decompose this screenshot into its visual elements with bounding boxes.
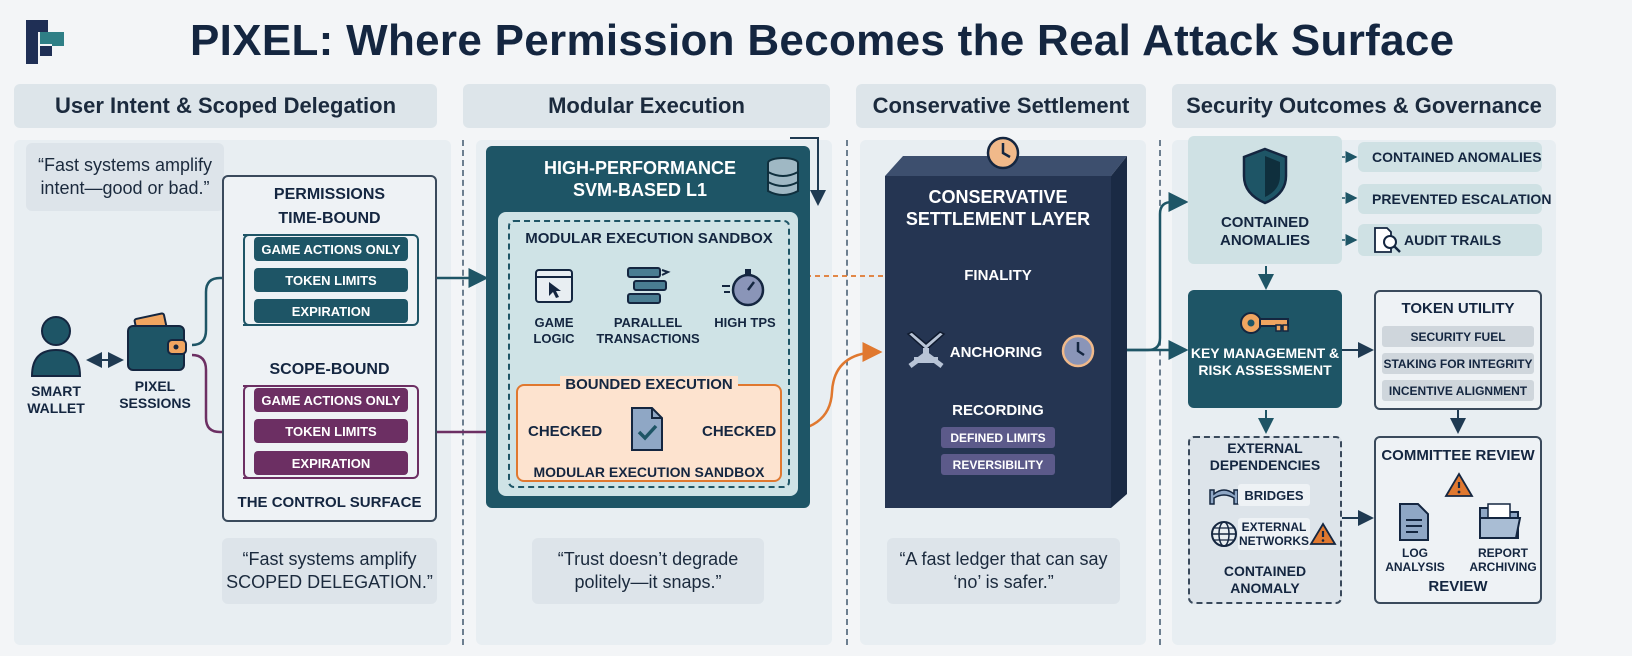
bounded-execution-label: BOUNDED EXECUTION xyxy=(560,376,738,393)
column-header-conservative-settlement: Conservative Settlement xyxy=(856,84,1146,128)
clock-icon xyxy=(1061,334,1095,368)
parallel-transactions-icon xyxy=(627,267,671,304)
database-icon xyxy=(767,157,799,196)
review-label: REVIEW xyxy=(1428,578,1488,595)
scope-bound-bracket xyxy=(243,385,419,479)
outcome-contained-anomalies: CONTAINED ANOMALIES xyxy=(1358,142,1542,172)
sandbox-title: MODULAR EXECUTION SANDBOX xyxy=(525,230,773,247)
column-header-user-intent: User Intent & Scoped Delegation xyxy=(14,84,437,128)
scope-bound-heading: SCOPE-BOUND xyxy=(269,361,390,378)
sandbox-dashed xyxy=(508,220,790,488)
pixel-sessions-label: PIXEL SESSIONS xyxy=(119,378,191,411)
recording-label: RECORDING xyxy=(952,402,1044,419)
wallet-icon xyxy=(127,312,187,371)
reversibility-pill: REVERSIBILITY xyxy=(941,454,1055,475)
checked-document-icon xyxy=(631,407,663,451)
time-bound-bracket xyxy=(243,234,253,326)
checked-left-label: CHECKED xyxy=(528,423,603,440)
contained-anomalies-label: CONTAINED ANOMALIES xyxy=(1220,214,1310,249)
report-archiving-label: REPORT ARCHIVING xyxy=(1469,546,1537,574)
clock-icon xyxy=(986,136,1020,170)
security-fuel-pill: SECURITY FUEL xyxy=(1382,326,1534,347)
l1-title: HIGH-PERFORMANCE SVM-BASED L1 xyxy=(544,158,736,200)
game-logic-icon xyxy=(535,269,573,303)
shield-icon xyxy=(1242,147,1288,205)
column-divider xyxy=(1159,140,1161,645)
smart-wallet-label: SMART WALLET xyxy=(27,383,85,416)
warning-icon xyxy=(1309,522,1337,545)
anchoring-label: ANCHORING xyxy=(949,344,1043,361)
token-utility-label: TOKEN UTILITY xyxy=(1401,300,1515,317)
globe-icon xyxy=(1211,521,1237,547)
sandbox-bottom-label: MODULAR EXECUTION SANDBOX xyxy=(533,464,765,480)
page-title: PIXEL: Where Permission Becomes the Real… xyxy=(190,16,1455,65)
time-bound-game-actions: GAME ACTIONS ONLY xyxy=(254,237,408,261)
user-icon xyxy=(30,316,82,377)
pixel-logo xyxy=(26,20,64,64)
key-management-card xyxy=(1188,290,1342,408)
staking-pill: STAKING FOR INTEGRITY xyxy=(1382,353,1534,374)
key-icon xyxy=(1240,312,1289,334)
quote-trust: “Trust doesn’t degrade politely—it snaps… xyxy=(532,538,764,604)
scope-bound-token-limits: TOKEN LIMITS xyxy=(254,419,408,443)
column-header-security-outcomes: Security Outcomes & Governance xyxy=(1172,84,1556,128)
scope-bound-game-actions: GAME ACTIONS ONLY xyxy=(254,388,408,412)
finality-label: FINALITY xyxy=(950,267,1046,284)
scope-bound-bracket xyxy=(243,385,253,479)
column-header-modular-execution: Modular Execution xyxy=(463,84,830,128)
stopwatch-icon xyxy=(722,269,765,307)
parallel-transactions-label: PARALLEL TRANSACTIONS xyxy=(596,315,700,346)
time-bound-bracket xyxy=(243,234,419,326)
column-divider xyxy=(462,140,464,645)
folder-icon xyxy=(1479,503,1522,539)
external-networks-label: EXTERNAL NETWORKS xyxy=(1238,518,1310,550)
time-bound-token-limits: TOKEN LIMITS xyxy=(254,268,408,292)
outcome-prevented-escalation: PREVENTED ESCALATION xyxy=(1358,184,1551,214)
external-dependencies-label: EXTERNAL DEPENDENCIES xyxy=(1209,440,1321,473)
quote-fast-ledger: “A fast ledger that can say ‘no’ is safe… xyxy=(887,538,1120,604)
key-management-label: KEY MANAGEMENT & RISK ASSESSMENT xyxy=(1190,345,1340,378)
quote-scoped-delegation: “Fast systems amplify SCOPED DELEGATION.… xyxy=(222,538,437,604)
warning-icon xyxy=(1444,472,1474,497)
bridges-label: BRIDGES xyxy=(1238,484,1310,506)
checked-right-label: CHECKED xyxy=(702,423,777,440)
contained-anomaly-label: CONTAINED ANOMALY xyxy=(1223,563,1307,596)
high-tps-label: HIGH TPS xyxy=(714,315,776,330)
column-divider xyxy=(846,140,848,645)
scope-bound-expiration: EXPIRATION xyxy=(254,451,408,475)
incentive-alignment-pill: INCENTIVE ALIGNMENT xyxy=(1382,380,1534,401)
anchor-icon xyxy=(906,331,946,368)
log-document-icon xyxy=(1399,503,1429,541)
game-logic-label: GAME LOGIC xyxy=(533,315,575,346)
time-bound-expiration: EXPIRATION xyxy=(254,299,408,323)
control-surface-label: THE CONTROL SURFACE xyxy=(237,494,422,511)
quote-intent: “Fast systems amplify intent—good or bad… xyxy=(26,143,224,211)
defined-limits-pill: DEFINED LIMITS xyxy=(941,427,1055,448)
audit-search-icon xyxy=(1374,227,1401,253)
settlement-layer-title: CONSERVATIVE SETTLEMENT LAYER xyxy=(905,187,1091,229)
log-analysis-label: LOG ANALYSIS xyxy=(1385,546,1445,574)
time-bound-heading: TIME-BOUND xyxy=(278,210,381,227)
permissions-heading: PERMISSIONS xyxy=(273,186,386,203)
bridge-icon xyxy=(1209,489,1239,505)
committee-review-label: COMMITTEE REVIEW xyxy=(1381,447,1535,464)
